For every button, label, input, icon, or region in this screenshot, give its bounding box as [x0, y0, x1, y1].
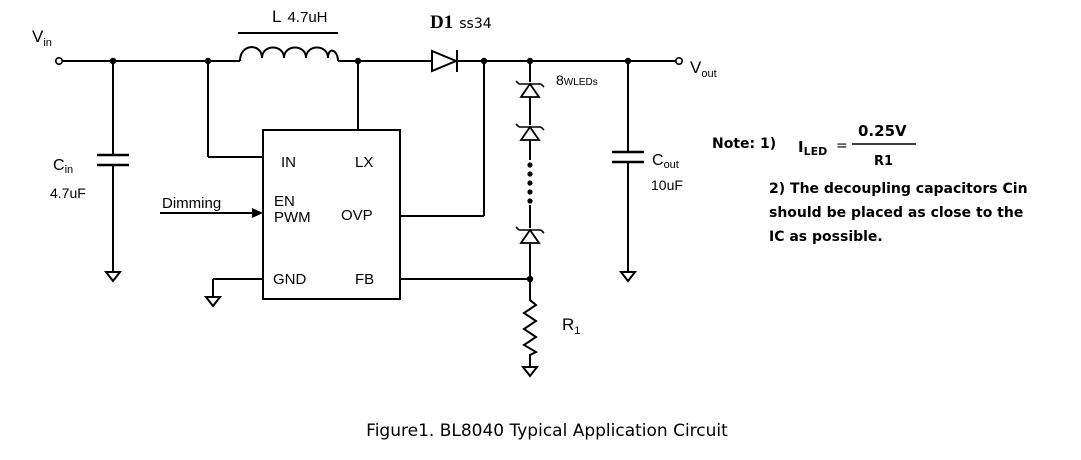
wires — [62, 60, 676, 367]
led-string — [515, 80, 545, 244]
dimming-arrow — [160, 208, 263, 218]
inductor-symbol — [238, 32, 339, 62]
note-numerator: 0.25V — [858, 122, 907, 140]
cout-label: Cout — [652, 152, 679, 171]
junction-dot — [354, 57, 362, 65]
ground-icon — [618, 271, 638, 283]
resistor-r1-symbol — [522, 295, 539, 358]
junction-dot — [480, 57, 488, 65]
led-icon — [515, 80, 545, 98]
cin-capacitor — [97, 153, 129, 167]
vin-label: Vin — [32, 27, 52, 49]
junction-dot — [109, 57, 117, 65]
pin-lx-label: LX — [355, 154, 373, 171]
vout-label: Vout — [690, 58, 717, 80]
cin-label: Cin — [53, 157, 73, 176]
note-denominator: R1 — [874, 154, 893, 169]
junction-dot — [526, 275, 534, 283]
pin-pwm-label: PWM — [274, 209, 311, 226]
ground-icon — [520, 366, 540, 378]
led-icon — [515, 226, 545, 244]
note-line-3: should be placed as close to the — [769, 205, 1023, 221]
diode-d1-symbol — [431, 49, 459, 73]
led-continuation-dots — [527, 162, 533, 204]
note-prefix: Note: 1) — [712, 136, 776, 152]
figure-caption: Figure1. BL8040 Typical Application Circ… — [366, 421, 728, 441]
pin-gnd-label: GND — [273, 271, 307, 288]
note-equals: = — [836, 138, 848, 154]
ic-block — [262, 129, 401, 300]
pin-en-label: EN — [274, 193, 295, 210]
vout-terminal — [674, 56, 683, 65]
r1-label: R1 — [562, 315, 580, 337]
junction-dot — [624, 57, 632, 65]
pin-in-label: IN — [281, 154, 296, 171]
note-iled: ILED — [798, 138, 827, 158]
pin-ovp-label: OVP — [341, 207, 373, 224]
cout-value: 10uF — [651, 177, 683, 193]
ground-icon — [203, 296, 223, 308]
vin-terminal — [54, 56, 63, 65]
led-icon — [515, 123, 545, 141]
junction-dot — [526, 57, 534, 65]
led-count-label: 8WLEDs — [556, 72, 598, 88]
cout-capacitor — [612, 150, 644, 164]
dimming-label: Dimming — [162, 195, 221, 212]
note-line-4: IC as possible. — [769, 229, 883, 245]
ground-icon — [103, 271, 123, 283]
pin-fb-label: FB — [355, 271, 374, 288]
cin-value: 4.7uF — [50, 185, 86, 201]
note-line-2: 2) The decoupling capacitors Cin — [769, 181, 1028, 197]
junction-dot — [204, 57, 212, 65]
junction-dots — [109, 57, 632, 283]
